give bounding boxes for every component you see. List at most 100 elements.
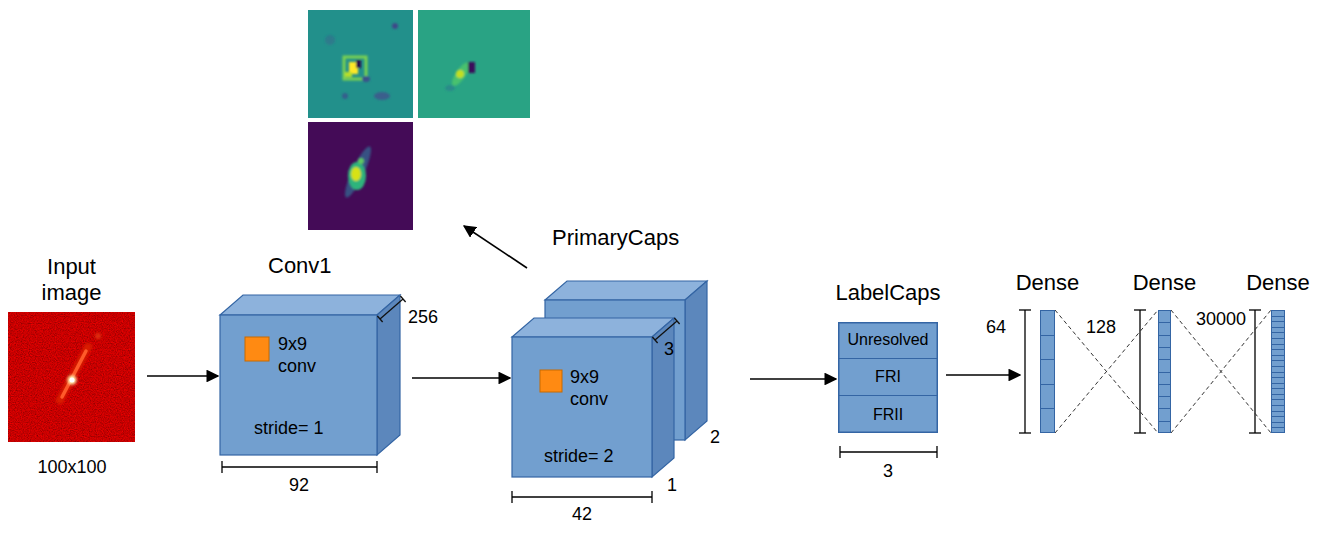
source-jet xyxy=(60,347,88,400)
layer-title: Dense xyxy=(1133,270,1197,296)
dimension-tick xyxy=(1134,309,1146,310)
neuron-divider xyxy=(1271,411,1285,412)
depth-bracket xyxy=(380,299,403,319)
kernel-square xyxy=(540,370,562,392)
depth-bracket xyxy=(655,321,677,340)
capsule-dimension: 3 xyxy=(664,338,674,360)
pointer-arrow xyxy=(464,226,527,268)
dimension-tick xyxy=(1019,432,1031,433)
map-streak xyxy=(341,144,376,200)
map-features xyxy=(445,60,475,91)
flow-arrow xyxy=(750,378,836,380)
flow-arrow xyxy=(946,374,1020,376)
neuron-divider xyxy=(1271,383,1285,384)
dimension-line xyxy=(222,466,377,467)
dimension-line xyxy=(840,451,937,452)
dimension-tick xyxy=(1019,309,1031,310)
neuron-count: 128 xyxy=(1086,316,1116,338)
image-ground xyxy=(8,312,135,442)
stride: stride= 1 xyxy=(254,417,324,439)
map-features xyxy=(341,144,376,200)
cube-front-face xyxy=(220,315,377,455)
dimension-tick xyxy=(651,491,652,503)
layer-title: Dense xyxy=(1016,270,1080,296)
map-peak xyxy=(456,70,464,78)
neuron-divider xyxy=(1271,321,1285,322)
neuron-divider xyxy=(1158,408,1171,409)
layer-title: PrimaryCaps xyxy=(552,225,679,251)
neuron-divider xyxy=(1040,335,1055,336)
depth-tick xyxy=(377,316,382,322)
neuron-stack xyxy=(1158,310,1171,433)
image-noise xyxy=(8,312,135,442)
map-features xyxy=(325,23,398,100)
map-spot xyxy=(374,92,390,100)
dimension-line xyxy=(1024,310,1025,433)
source-core-bright xyxy=(70,378,75,383)
dimension-tick xyxy=(1249,309,1261,310)
neuron-divider xyxy=(1271,377,1285,378)
neuron-divider xyxy=(1158,347,1171,348)
dimension-tick xyxy=(1249,432,1261,433)
dimension-line xyxy=(512,496,652,497)
map-spot xyxy=(362,76,370,82)
map-dip xyxy=(356,60,361,68)
neuron-divider xyxy=(1158,335,1171,336)
map-spot xyxy=(345,72,352,77)
input-picture xyxy=(8,312,135,442)
map-ground xyxy=(418,10,530,118)
neuron-count: 30000 xyxy=(1186,308,1246,330)
image-size: 100x100 xyxy=(37,456,106,478)
neuron-divider xyxy=(1158,372,1171,373)
neuron-divider xyxy=(1271,399,1285,400)
dimension-value: 92 xyxy=(289,474,309,496)
neuron-divider xyxy=(1271,349,1285,350)
layer-title: LabelCaps xyxy=(835,280,940,306)
neuron-divider xyxy=(1271,366,1285,367)
cube-top-face xyxy=(512,318,674,337)
neuron-divider xyxy=(1271,327,1285,328)
dimension-tick xyxy=(221,461,222,473)
full-connection xyxy=(1055,310,1158,433)
class-name: Unresolved xyxy=(848,330,929,350)
dense-layer: Dense xyxy=(1040,310,1055,433)
feature-map xyxy=(308,122,413,230)
class-capsule: FRII xyxy=(838,396,938,433)
map-spot xyxy=(342,93,348,99)
dimension-line xyxy=(1139,310,1140,433)
neuron-divider xyxy=(1271,338,1285,339)
neuron-divider xyxy=(1158,396,1171,397)
neuron-divider xyxy=(1271,394,1285,395)
class-count: 3 xyxy=(883,460,893,482)
neuron-divider xyxy=(1158,322,1171,323)
map-peak xyxy=(351,167,361,181)
neuron-count: 64 xyxy=(986,316,1006,338)
feature-map xyxy=(418,10,530,118)
dimension-tick xyxy=(511,491,512,503)
image-title: Input image xyxy=(27,254,117,306)
neuron-divider xyxy=(1271,427,1285,428)
capsule-index: 2 xyxy=(710,426,720,448)
neuron-divider xyxy=(1271,422,1285,423)
dimension-tick xyxy=(839,446,840,458)
layer-title: Conv1 xyxy=(268,253,332,279)
cube-top-face xyxy=(545,281,707,300)
map-spot xyxy=(392,23,398,29)
source-core xyxy=(68,376,77,385)
flow-arrow xyxy=(147,375,218,377)
neuron-divider xyxy=(1271,332,1285,333)
conv-layer-box: Conv19x9 convstride= 1 xyxy=(220,295,400,455)
label-caps-box: LabelCapsUnresolvedFRIFRII xyxy=(838,322,938,433)
cube-top-face xyxy=(220,295,400,315)
neuron-divider xyxy=(1040,408,1055,409)
depth-tick xyxy=(652,337,657,343)
feature-map xyxy=(308,10,413,118)
kernel-size: 9x9 conv xyxy=(570,366,618,410)
input-image: Input image xyxy=(8,312,135,442)
neuron-divider xyxy=(1040,359,1055,360)
neuron-divider xyxy=(1271,316,1285,317)
map-ground xyxy=(308,10,413,118)
